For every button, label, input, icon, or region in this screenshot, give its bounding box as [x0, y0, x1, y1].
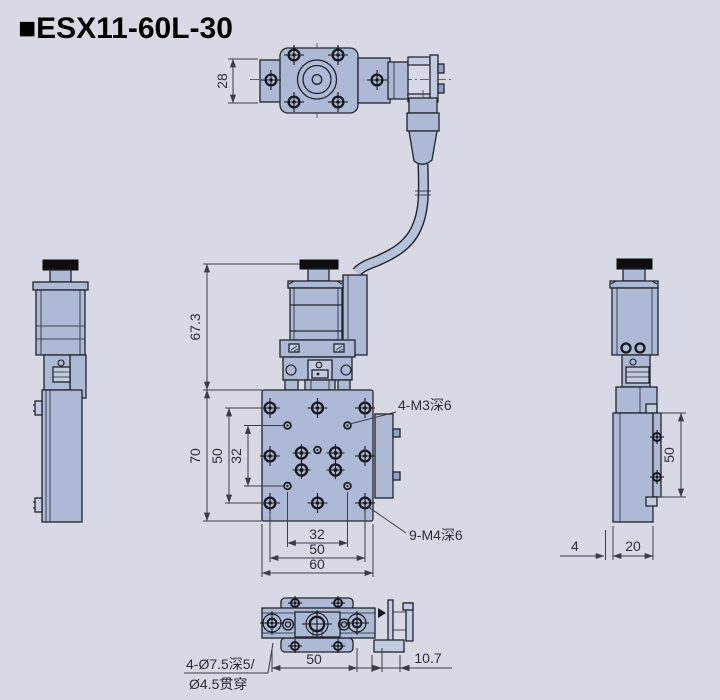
motor-body: [289, 287, 343, 341]
dim-hole-h50: 50: [309, 541, 325, 557]
label-cbore-line2: Ø4.5贯穿: [189, 676, 247, 692]
dim-28-label: 28: [214, 73, 230, 89]
dim-side-20: 20: [625, 538, 641, 554]
label-m4-holes: 9-M4深6: [409, 527, 463, 543]
side-plate-profile: [652, 412, 662, 498]
dim-plate-height: 70: [187, 448, 203, 464]
top-view: 28: [214, 43, 452, 118]
front-view-motor: [279, 259, 368, 391]
page-title: ■ESX11-60L-30: [18, 12, 233, 45]
dim-top-28: 28: [214, 58, 258, 104]
front-view-dimensions: 67.3 70 50 32 32 50 60 4-M3深6 9-M4深6: [187, 263, 463, 577]
dim-hole-h32: 32: [309, 526, 325, 542]
manual-knob: [299, 259, 339, 270]
label-cbore-line1: 4-Ø7.5深5/: [186, 656, 255, 672]
front-view-plate: [258, 389, 401, 522]
dim-hole-v32: 32: [228, 448, 244, 464]
left-side-view: [32, 259, 89, 523]
dim-motor-height: 67.3: [187, 313, 203, 340]
cable-connector: [408, 97, 438, 114]
side-sensor-plate: [374, 413, 394, 499]
dim-bottom-10-7: 10.7: [414, 650, 441, 666]
dim-side-50: 50: [661, 447, 677, 463]
label-m3-holes: 4-M3深6: [398, 397, 452, 413]
dim-bottom-50: 50: [306, 651, 322, 667]
cable: [353, 163, 428, 275]
dim-side-4: 4: [571, 538, 579, 554]
right-side-view: 50 4 20: [560, 258, 686, 560]
bottom-view: 50 10.7 4-Ø7.5深5/ Ø4.5贯穿: [184, 595, 452, 692]
dim-plate-width: 60: [309, 556, 325, 572]
dim-hole-v50: 50: [209, 448, 225, 464]
cable-assembly: [352, 90, 440, 276]
